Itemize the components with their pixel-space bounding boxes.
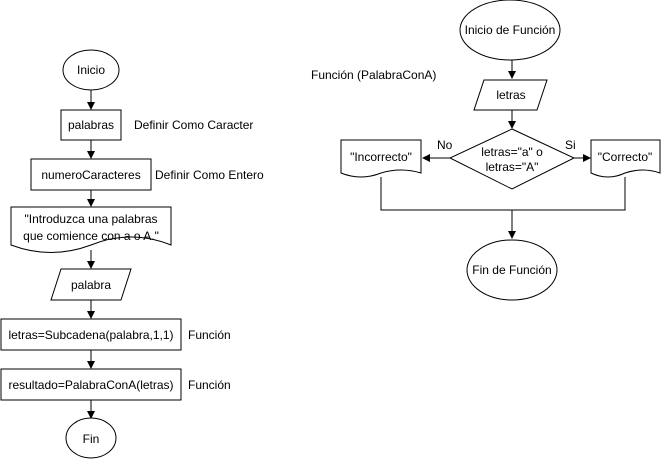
numero-caracteres-process xyxy=(30,158,152,191)
left-shapes xyxy=(0,49,182,459)
function-start-label: Inicio de Función xyxy=(465,23,556,37)
letras-process xyxy=(0,318,182,351)
si-branch-label: Si xyxy=(565,138,576,152)
correct-output-label: "Correcto" xyxy=(598,150,653,164)
no-branch-label: No xyxy=(437,138,453,152)
resultado-process-label: resultado=PalabraConA(letras) xyxy=(8,378,173,392)
end-node xyxy=(65,417,117,459)
palabras-process xyxy=(60,109,122,141)
decision-node xyxy=(448,128,576,190)
resultado-note: Función xyxy=(188,378,231,392)
palabras-label: palabras xyxy=(68,118,114,132)
letras-input-label: letras xyxy=(496,88,525,102)
palabra-input-label: palabra xyxy=(71,278,111,292)
function-end-node xyxy=(466,239,558,301)
numero-caracteres-note: Definir Como Entero xyxy=(155,168,264,182)
merge-line xyxy=(380,177,626,211)
letras-note: Función xyxy=(188,328,231,342)
function-title-label: Función (PalabraConA) xyxy=(311,68,436,82)
right-labels: Función (PalabraConA) Inicio de Función … xyxy=(311,23,652,277)
prompt-document xyxy=(10,206,172,253)
numero-caracteres-label: numeroCaracteres xyxy=(41,168,140,182)
start-node xyxy=(62,49,120,91)
left-labels: Inicio palabras Definir Como Caracter nu… xyxy=(8,63,264,446)
incorrect-output-document xyxy=(340,139,422,178)
decision-line-1: letras="a" o xyxy=(481,145,543,159)
decision-line-2: letras="A" xyxy=(486,160,539,174)
resultado-process xyxy=(0,368,182,401)
incorrect-output-label: "Incorrecto" xyxy=(350,150,412,164)
prompt-line-2: que comience con a o A." xyxy=(23,229,159,243)
right-connectors xyxy=(380,60,626,239)
end-label: Fin xyxy=(83,432,100,446)
prompt-line-1: "Introduzca una palabras xyxy=(24,212,157,226)
letras-process-label: letras=Subcadena(palabra,1,1) xyxy=(8,328,173,342)
letras-input xyxy=(473,79,548,111)
function-end-label: Fin de Función xyxy=(472,263,551,277)
correct-output-document xyxy=(590,139,661,178)
right-shapes xyxy=(340,0,661,301)
function-start-node xyxy=(459,0,561,61)
palabras-note: Definir Como Caracter xyxy=(134,118,253,132)
palabra-input xyxy=(50,268,132,301)
start-label: Inicio xyxy=(77,63,105,77)
